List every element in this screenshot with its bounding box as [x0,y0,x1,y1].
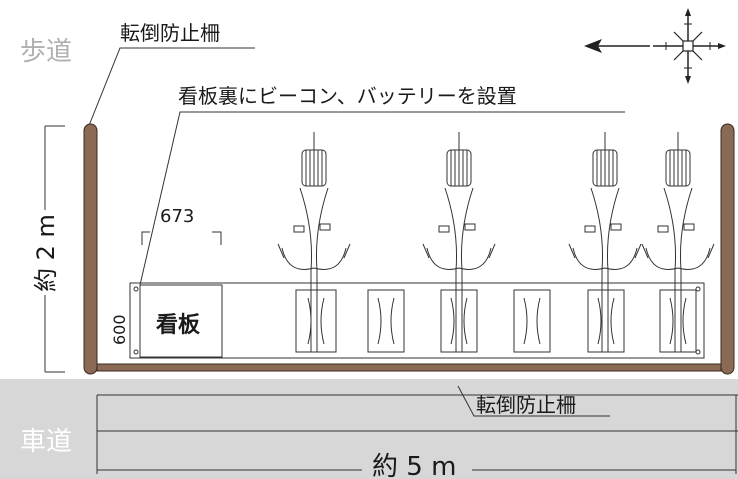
bicycle-icon [277,132,351,352]
bicycle-icon [422,132,496,352]
rack-bolt [133,349,139,355]
fence-label-bottom: 転倒防止柵 [476,393,576,417]
bicycle-icon [568,132,642,352]
fence-bottom-bar [96,363,722,372]
north-arrow-icon [584,39,650,53]
rack-slot [513,289,551,353]
bicycle-icon [641,132,715,352]
sign-width-dim [141,231,150,245]
signboard-label: 看板 [156,313,201,338]
sign-height-label: 600 [110,314,129,345]
rack-slot [659,289,697,353]
rack-slot [295,289,337,353]
fence-post-left [83,123,98,375]
rack-slot [367,289,405,353]
beacon-leader-line [139,111,625,286]
bicycles [277,132,715,352]
width-dimension-label: 約 5 m [372,452,456,479]
compass-rose-icon [653,8,726,84]
rack-bolt [695,286,701,292]
roadway-area [0,379,738,479]
roadway-label: 車道 [20,427,72,457]
rack-bolt [133,286,139,292]
rack-slots [295,289,697,353]
signboard [139,284,223,358]
rack-frame [129,282,705,359]
fence-post-right [720,123,735,375]
sign-width-label: 673 [160,206,194,227]
beacon-note-label: 看板裏にビーコン、バッテリーを設置 [178,84,517,108]
sign-width-dim [212,231,222,245]
rack-bolt [695,349,701,355]
fence-leader-line [87,47,255,129]
fence-label-top: 転倒防止柵 [120,21,220,45]
rack-slot [587,289,625,353]
rack-slot [440,289,478,353]
sidewalk-label: 歩道 [20,37,72,67]
height-dimension-label: 約 2 m [32,214,60,292]
fence-leader-line-bottom [457,385,610,417]
